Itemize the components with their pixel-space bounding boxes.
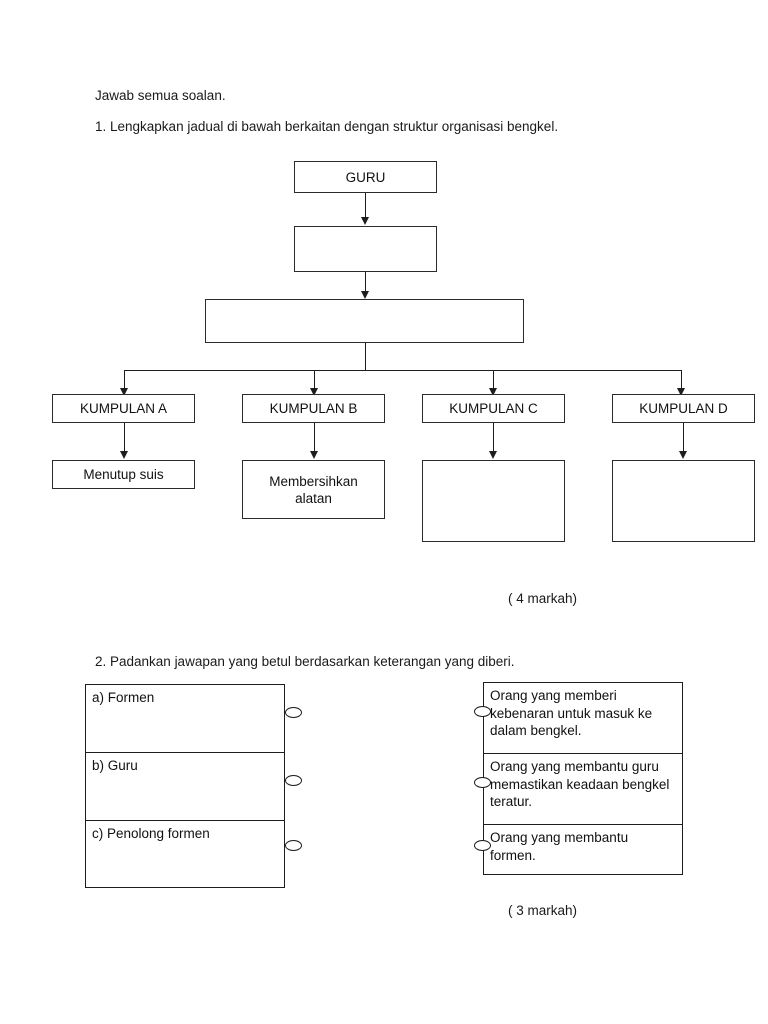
arrowhead-group-a (119, 388, 128, 396)
flowchart-box-kumpulan-a: KUMPULAN A (52, 394, 195, 423)
flowchart-box-task-b: Membersihkan alatan (242, 460, 385, 519)
connector-group-d-to-task (683, 423, 684, 452)
flowchart-box-level2 (294, 226, 437, 272)
matching-knob-left-a[interactable] (285, 707, 302, 718)
arrowhead-task-d (678, 451, 687, 459)
arrowhead-level3 (360, 291, 369, 299)
connector-group-a-to-task (124, 423, 125, 452)
connector-level2-to-level3 (365, 272, 366, 292)
connector-group-c-to-task (493, 423, 494, 452)
connector-guru-to-level2 (365, 193, 366, 218)
flowchart-box-kumpulan-d: KUMPULAN D (612, 394, 755, 423)
fork-bus-line (124, 370, 681, 371)
flowchart-box-task-d (612, 460, 755, 542)
marks-question-1: ( 4 markah) (508, 591, 578, 606)
arrowhead-group-c (488, 388, 497, 396)
connector-level3-to-bus (365, 343, 366, 370)
arrowhead-group-d (676, 388, 685, 396)
connector-bus-to-group-c (493, 370, 494, 389)
flowchart-box-kumpulan-b: KUMPULAN B (242, 394, 385, 423)
flowchart-box-task-c (422, 460, 565, 542)
matching-knob-right-2[interactable] (474, 777, 491, 788)
connector-bus-to-group-b (314, 370, 315, 389)
flowchart-box-guru: GURU (294, 161, 437, 193)
matching-left-item-a: a) Formen (86, 685, 284, 753)
arrowhead-task-b (309, 451, 318, 459)
matching-left-column: a) Formen b) Guru c) Penolong formen (85, 684, 285, 888)
flowchart-box-kumpulan-c: KUMPULAN C (422, 394, 565, 423)
matching-right-item-3: Orang yang membantu formen. (490, 830, 629, 863)
matching-left-item-c: c) Penolong formen (92, 826, 210, 841)
flowchart-box-level3 (205, 299, 524, 343)
matching-knob-right-3[interactable] (474, 840, 491, 851)
arrowhead-group-b (309, 388, 318, 396)
matching-knob-left-b[interactable] (285, 775, 302, 786)
matching-left-item-b: b) Guru (86, 753, 284, 821)
question-2-text: 2. Padankan jawapan yang betul berdasark… (95, 654, 515, 669)
matching-knob-left-c[interactable] (285, 840, 302, 851)
instruction-text: Jawab semua soalan. (95, 88, 226, 103)
matching-right-item-2: Orang yang membantu guru memastikan kead… (484, 754, 682, 825)
arrowhead-task-a (119, 451, 128, 459)
arrowhead-level2 (360, 217, 369, 225)
question-1-text: 1. Lengkapkan jadual di bawah berkaitan … (95, 119, 559, 134)
arrowhead-task-c (488, 451, 497, 459)
matching-knob-right-1[interactable] (474, 706, 491, 717)
marks-question-2: ( 3 markah) (508, 903, 578, 918)
connector-bus-to-group-a (124, 370, 125, 389)
matching-right-item-1: Orang yang memberi kebenaran untuk masuk… (484, 683, 682, 754)
connector-group-b-to-task (314, 423, 315, 452)
flowchart-box-task-a: Menutup suis (52, 460, 195, 489)
connector-bus-to-group-d (681, 370, 682, 389)
matching-right-column: Orang yang memberi kebenaran untuk masuk… (483, 682, 683, 875)
